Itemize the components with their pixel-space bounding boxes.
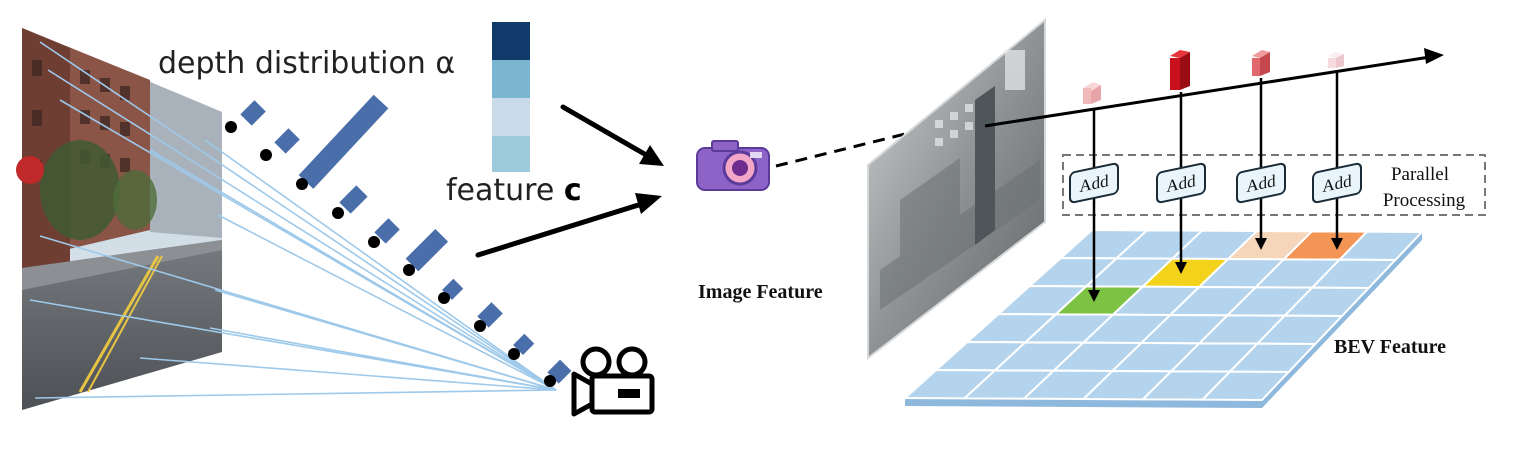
bev-ray-arrowhead <box>1424 48 1444 64</box>
feature-label: feature c <box>446 173 582 208</box>
bev-ray <box>984 55 1431 128</box>
street-scene-image <box>16 28 222 410</box>
add-operations: Add Add Add Add <box>1069 162 1362 204</box>
feature-vector <box>492 22 530 172</box>
feature-label-symbol: c <box>564 173 582 208</box>
add-box-3: Add <box>1236 162 1286 204</box>
feature-cell-4 <box>492 136 530 172</box>
feature-block-1 <box>1083 82 1101 104</box>
parallel-processing-label-line2: Processing <box>1383 190 1466 211</box>
parallel-processing-label-line1: Parallel <box>1391 164 1449 185</box>
right-panel: Add Add Add Add Parallel Processing Imag… <box>696 17 1486 408</box>
add-box-4: Add <box>1312 162 1362 204</box>
camera-icon <box>696 140 770 191</box>
feature-cell-2 <box>492 60 530 98</box>
projection-arrows <box>1088 70 1343 302</box>
flow-arrows <box>475 104 664 258</box>
left-panel: depth distribution α feature c <box>16 22 664 417</box>
video-camera-icon <box>571 346 655 417</box>
feature-blocks <box>1083 50 1344 104</box>
feature-block-4 <box>1328 52 1344 68</box>
feature-cell-3 <box>492 98 530 136</box>
image-feature-label: Image Feature <box>698 281 823 303</box>
bev-feature-label: BEV Feature <box>1334 336 1446 358</box>
add-box-1: Add <box>1069 162 1119 204</box>
feature-cell-1 <box>492 22 530 60</box>
depth-points <box>225 121 556 387</box>
feature-block-2 <box>1170 50 1190 90</box>
bev-grid <box>902 228 1425 408</box>
add-box-2: Add <box>1156 162 1206 204</box>
depth-distribution-label: depth distribution α <box>158 46 455 81</box>
bev-grid-cell <box>1200 370 1291 402</box>
projection-rays <box>29 41 557 399</box>
depth-distribution-bars <box>240 94 572 384</box>
feature-label-prefix: feature <box>446 173 564 208</box>
parallel-processing-box <box>1062 154 1486 216</box>
camera-projection-line <box>775 132 906 168</box>
feature-block-3 <box>1252 50 1270 76</box>
